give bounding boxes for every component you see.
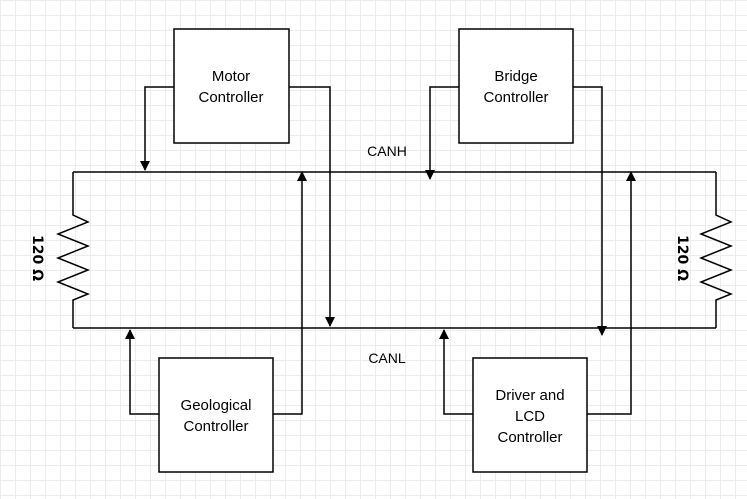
right-termination-resistor [698, 172, 734, 328]
driver-lcd-controller-label-line3: Controller [497, 429, 562, 446]
driver-lcd-controller-node: Driver and LCD Controller [472, 357, 588, 473]
motor-controller-node: Motor Controller [173, 28, 290, 144]
driver-to-canl-wire [439, 329, 473, 415]
geological-to-canh-wire [273, 171, 307, 415]
bridge-controller-label-line2: Controller [483, 89, 548, 106]
driver-lcd-controller-label-line2: LCD [515, 408, 545, 425]
geological-controller-label-line1: Geological [181, 397, 252, 414]
bridge-controller-label-line1: Bridge [494, 68, 537, 85]
canl-label: CANL [368, 350, 406, 366]
geological-controller-node: Geological Controller [158, 357, 274, 473]
motor-controller-label-line2: Controller [198, 89, 263, 106]
geological-to-canl-wire [125, 329, 159, 415]
driver-to-canh-wire [587, 171, 636, 415]
geological-controller-label-line2: Controller [183, 418, 248, 435]
motor-to-canh-wire [140, 86, 174, 171]
right-resistor-label: 120 Ω [674, 235, 690, 281]
left-resistor-label: 120 Ω [29, 235, 45, 281]
left-termination-resistor [55, 172, 91, 328]
motor-controller-label-line1: Motor [212, 68, 250, 85]
motor-to-canl-wire [289, 86, 335, 327]
canh-label: CANH [367, 143, 407, 159]
bridge-to-canl-wire [573, 86, 607, 336]
bridge-to-canh-wire [425, 86, 459, 180]
bridge-controller-node: Bridge Controller [458, 28, 574, 144]
driver-lcd-controller-label-line1: Driver and [495, 387, 564, 404]
